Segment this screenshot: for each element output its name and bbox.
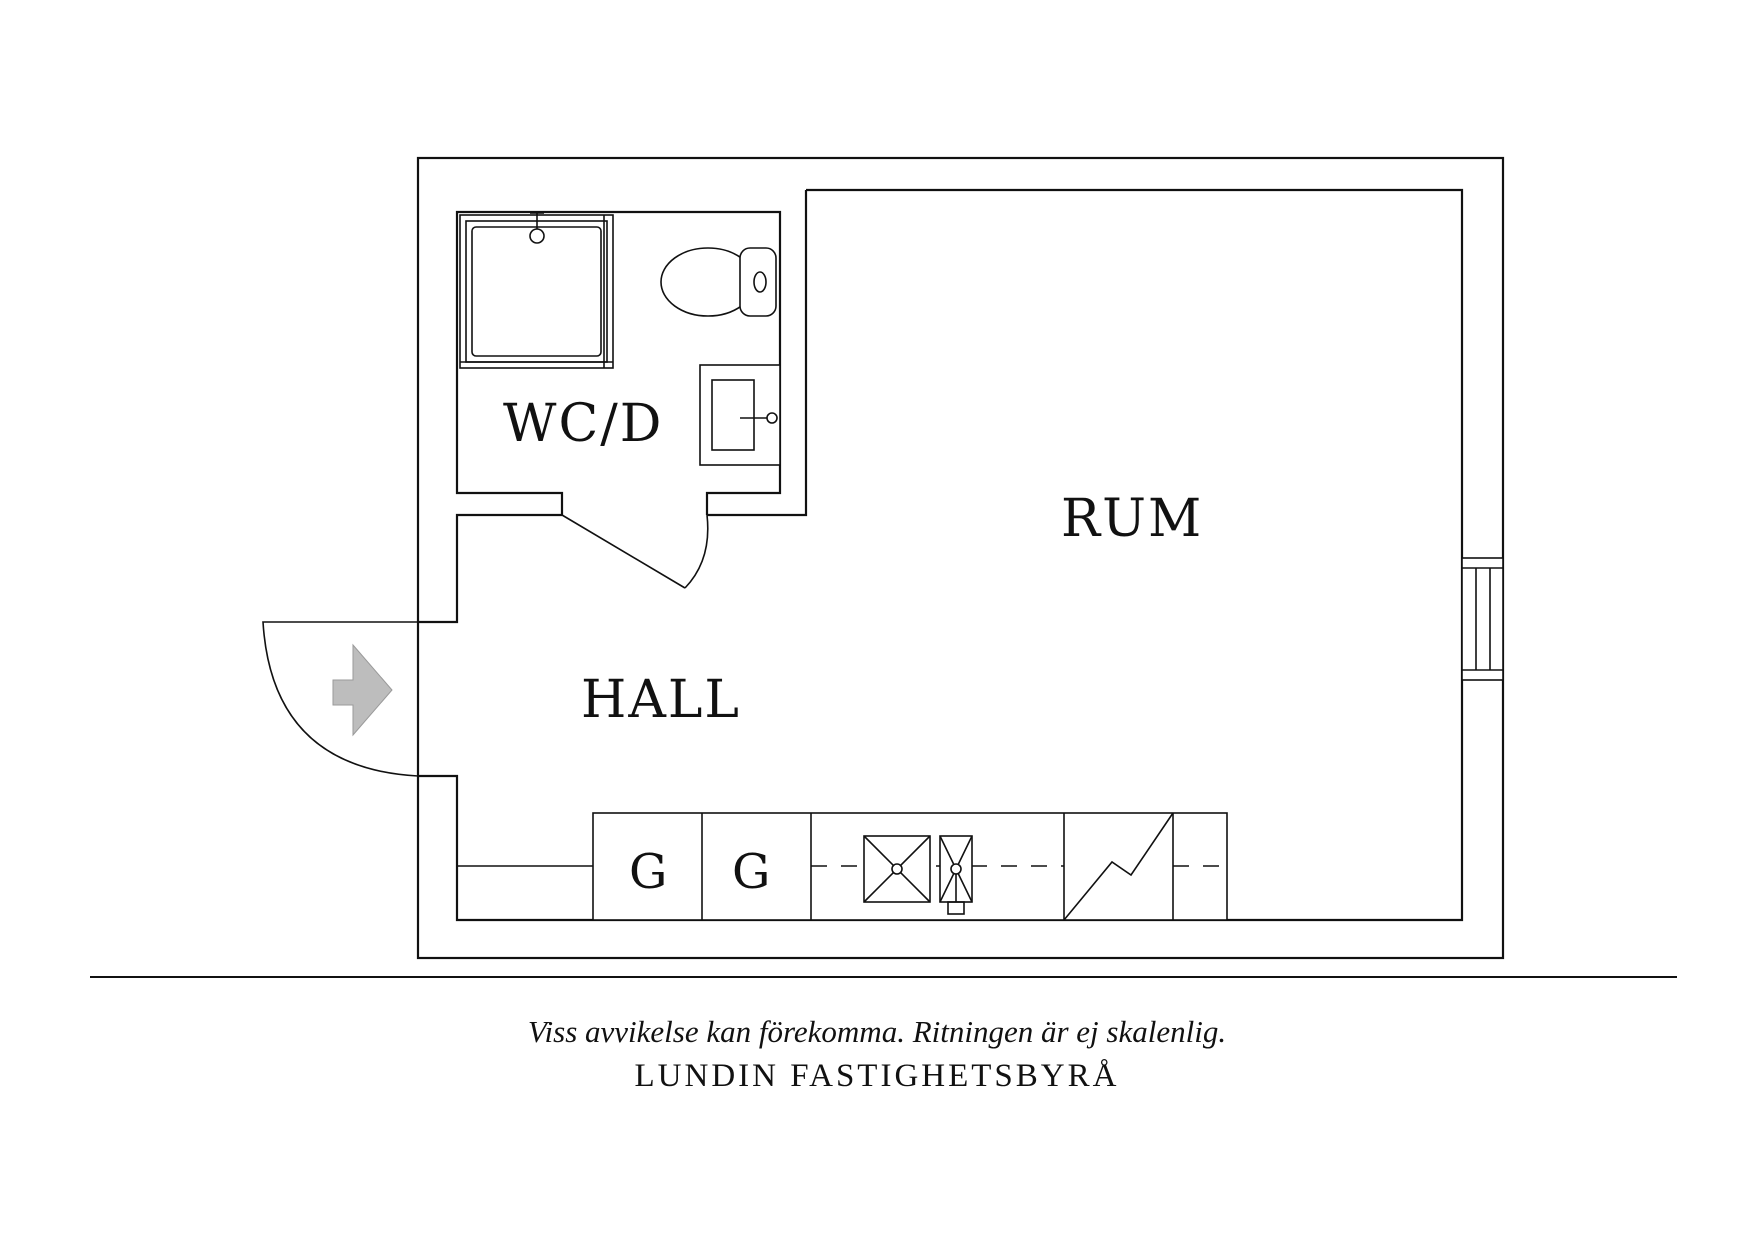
entrance-arrow-icon bbox=[332, 643, 393, 737]
shower-head-icon bbox=[529, 228, 545, 244]
cabinet-label-2: G bbox=[732, 844, 770, 900]
company-name: LUNDIN FASTIGHETSBYRÅ bbox=[634, 1058, 1120, 1094]
room-label-rum: RUM bbox=[1061, 489, 1203, 549]
disclaimer-text: Viss avvikelse kan förekomma. Ritningen … bbox=[527, 1014, 1227, 1049]
bathroom-wall bbox=[455, 210, 782, 515]
sink bbox=[699, 364, 781, 466]
shower bbox=[459, 212, 614, 369]
fridge-symbol bbox=[1063, 812, 1174, 921]
bathroom-door[interactable] bbox=[561, 514, 709, 589]
kitchen-sink bbox=[939, 835, 973, 915]
stove bbox=[863, 835, 931, 903]
toilet bbox=[660, 247, 777, 317]
cabinet-label-1: G bbox=[629, 844, 667, 900]
window bbox=[1461, 557, 1504, 681]
entrance-door[interactable] bbox=[262, 621, 419, 777]
room-label-wc: WC/D bbox=[503, 394, 663, 454]
kitchen-counter bbox=[457, 812, 1228, 921]
faucet-icon bbox=[766, 412, 778, 424]
room-label-hall: HALL bbox=[581, 670, 741, 730]
